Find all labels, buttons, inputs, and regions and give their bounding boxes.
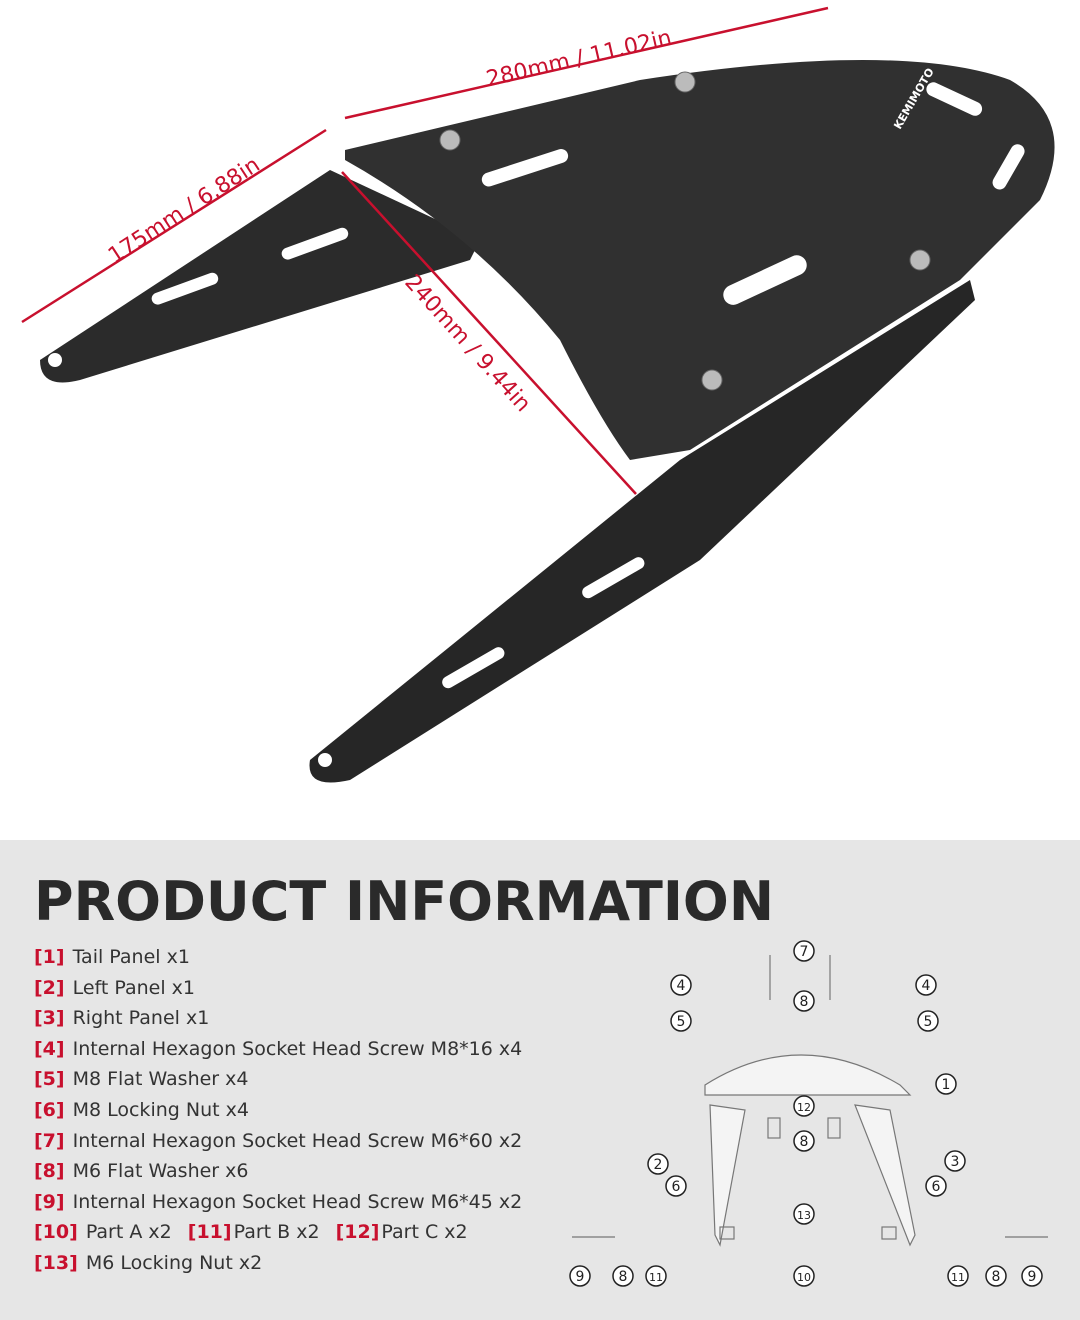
part-label: Part B x2 [233,1221,320,1244]
callout-label: 2 [654,1157,663,1173]
callout-label: 8 [800,1134,809,1150]
callout-circle [1021,1265,1043,1287]
right-arm [309,280,975,783]
part-label: M6 Flat Washer x6 [72,1160,249,1183]
callout-label: 6 [932,1179,941,1195]
part-number: [9] [34,1190,65,1213]
callout-label: 8 [992,1269,1001,1285]
part-label: M6 Locking Nut x2 [85,1251,263,1274]
tail-panel [345,60,1055,460]
callout-label: 9 [1028,1269,1037,1285]
callout-circle [793,1095,815,1117]
part-number: [13] [34,1251,78,1274]
callout-circle [985,1265,1007,1287]
part-label: Tail Panel x1 [72,946,190,968]
part-item: [7] Internal Hexagon Socket Head Screw M6… [34,1130,522,1161]
callout-label: 13 [797,1209,811,1222]
part-label: Part C x2 [381,1221,468,1244]
part-item: [13] M6 Locking Nut x2 [34,1252,522,1283]
part-item: [4] Internal Hexagon Socket Head Screw M8… [34,1038,522,1069]
callout-circle [670,1010,692,1032]
callout-circle [670,974,692,996]
callout-circle [925,1175,947,1197]
callout-label: 10 [797,1271,811,1284]
callout-circle [569,1265,591,1287]
callout-circle [612,1265,634,1287]
product-information-section: PRODUCT INFORMATION [1] Tail Panel x1 [2]… [0,840,1080,1320]
callout-circle [793,940,815,962]
callout-label: 6 [672,1179,681,1195]
callout-label: 4 [922,978,931,994]
section-title: PRODUCT INFORMATION [34,870,775,933]
callout-circle [645,1265,667,1287]
callout-circle [793,1203,815,1225]
callout-label: 4 [677,978,686,994]
callout-circle [915,974,937,996]
part-item: [6] M8 Locking Nut x4 [34,1099,522,1130]
part-item: [5] M8 Flat Washer x4 [34,1068,522,1099]
callout-label: 3 [951,1154,960,1170]
callout-circle [793,990,815,1012]
part-number: [5] [34,1068,65,1091]
part-number: [4] [34,1037,65,1060]
left-arm [40,170,480,383]
callout-label: 5 [677,1014,686,1030]
callout-label: 1 [942,1077,951,1093]
callout-circle [793,1265,815,1287]
part-item: [3] Right Panel x1 [34,1007,522,1038]
part-label: Internal Hexagon Socket Head Screw M6*45… [72,1190,523,1213]
part-number: [8] [34,1160,65,1183]
part-number: [10] [34,1221,78,1244]
callout-label: 11 [649,1271,663,1284]
callout-circle [917,1010,939,1032]
part-number: [6] [34,1098,65,1121]
part-label: M8 Locking Nut x4 [72,1098,249,1121]
callout-label: 12 [797,1101,811,1114]
product-photo: KEMIMOTO 280mm / 11.02in 175mm / 6.88in … [21,6,1055,783]
part-number: [12] [335,1221,380,1244]
callout-circle [935,1073,957,1095]
part-item: [2] Left Panel x1 [34,977,522,1008]
part-label: M8 Flat Washer x4 [72,1068,249,1091]
part-number: [2] [34,976,65,999]
part-label: Internal Hexagon Socket Head Screw M8*16… [72,1037,523,1060]
luggage-rack-image: KEMIMOTO [21,6,1055,783]
callout-label: 11 [951,1271,965,1284]
callout-circle [647,1153,669,1175]
part-label: Right Panel x1 [72,1007,210,1030]
part-item: [8] M6 Flat Washer x6 [34,1160,522,1191]
part-item: [9] Internal Hexagon Socket Head Screw M6… [34,1191,522,1222]
callout-circle [793,1130,815,1152]
parts-list: [1] Tail Panel x1 [2] Left Panel x1 [3] Rig… [34,946,522,1283]
part-label: Internal Hexagon Socket Head Screw M6*60… [72,1129,523,1152]
part-label: Part A x2 [85,1221,172,1244]
part-number: [3] [34,1007,65,1030]
callout-circle [947,1265,969,1287]
callout-label: 7 [800,944,809,960]
callout-label: 8 [619,1269,628,1285]
callout-circle [665,1175,687,1197]
part-number: [7] [34,1129,65,1152]
part-number: [1] [34,946,65,968]
callout-label: 8 [800,994,809,1010]
part-item: [1] Tail Panel x1 [34,946,522,977]
part-number: [11] [187,1221,232,1244]
part-item: [10] Part A x2 [11]Part B x2 [12]Part C x… [34,1221,522,1252]
callout-label: 5 [924,1014,933,1030]
callout-circle [944,1150,966,1172]
part-label: Left Panel x1 [72,976,196,999]
callout-label: 9 [576,1269,585,1285]
